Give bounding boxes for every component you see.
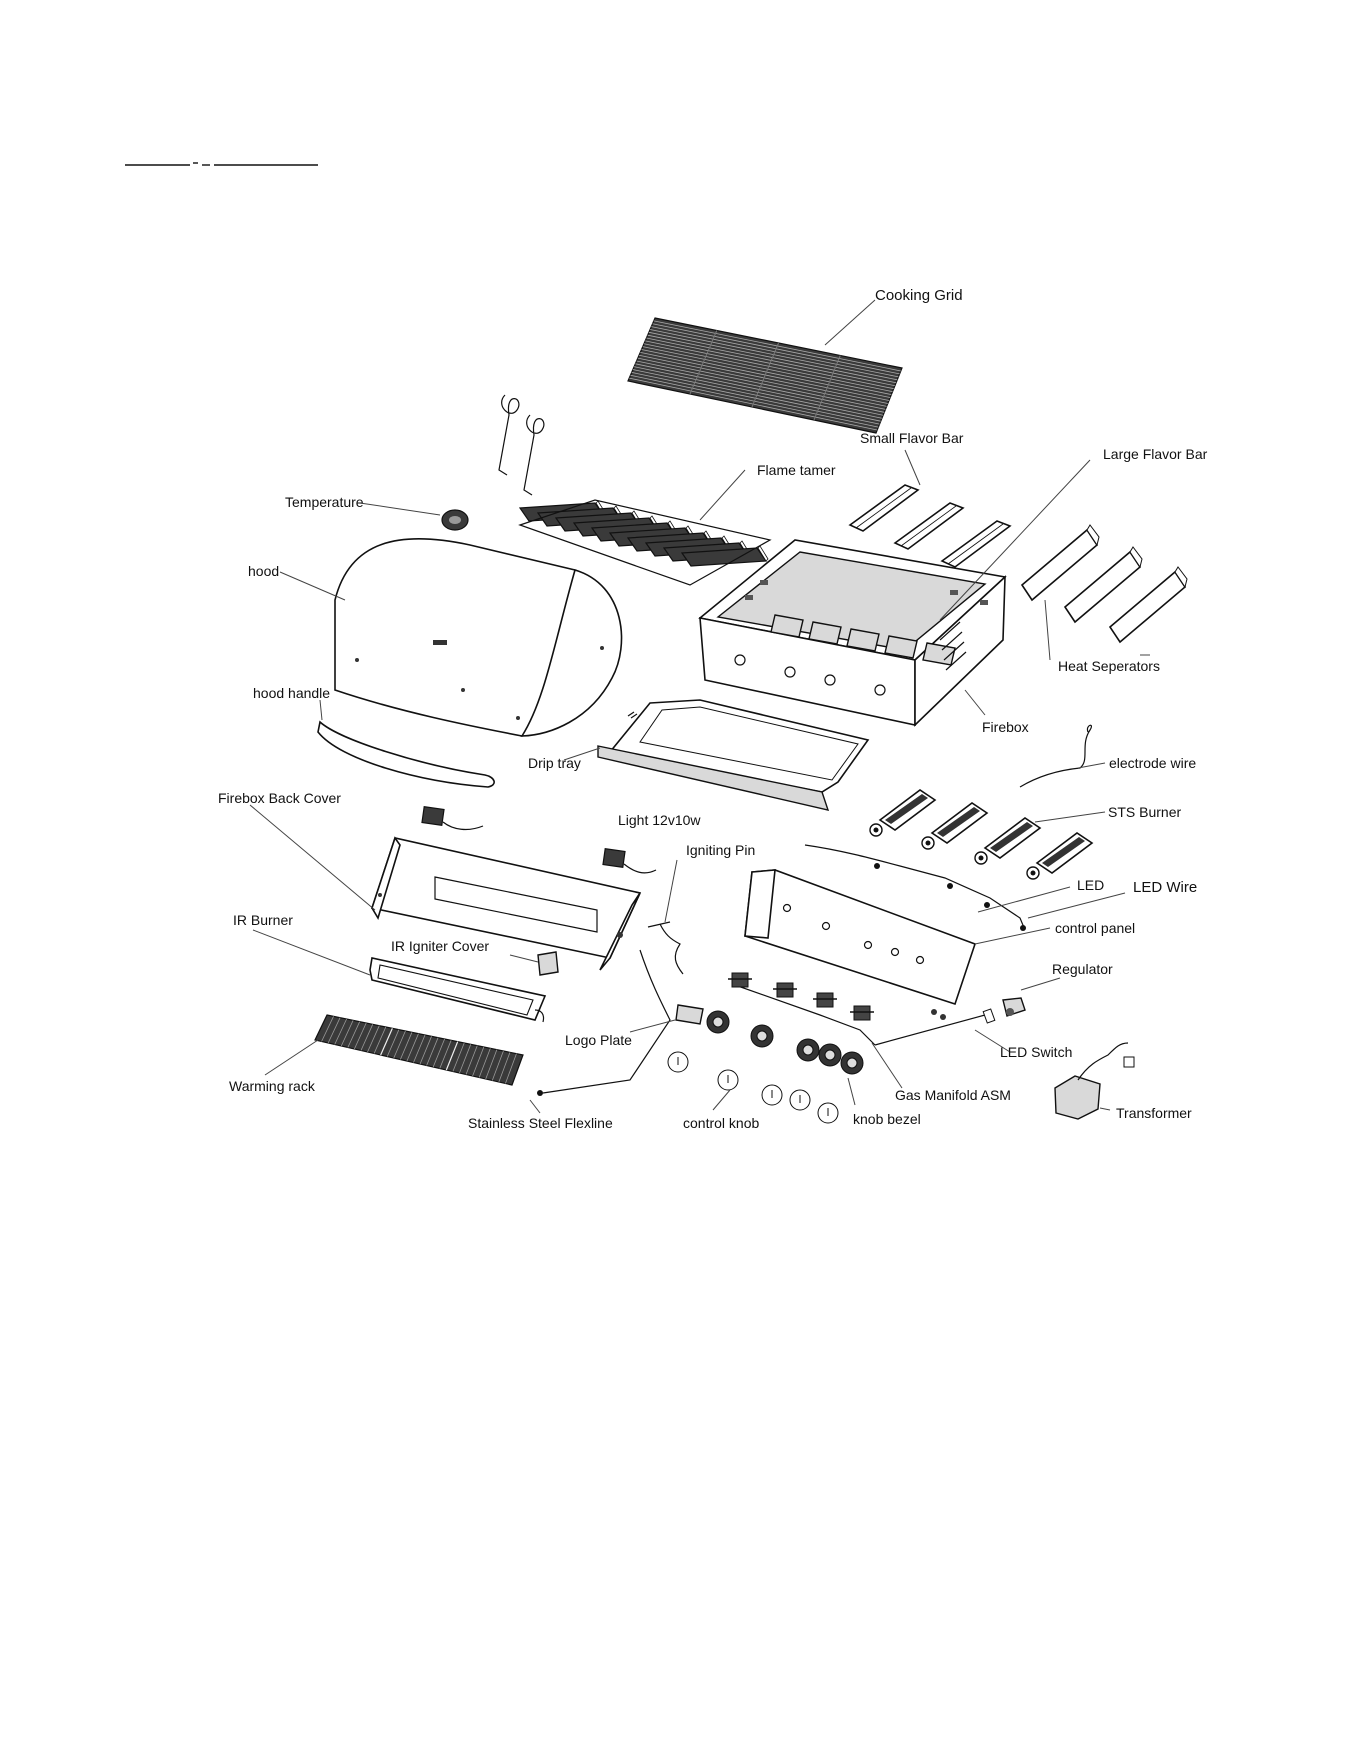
stainless-steel-flexline xyxy=(537,949,671,1096)
label-led-switch: LED Switch xyxy=(1000,1044,1072,1060)
label-small-flavor-bar: Small Flavor Bar xyxy=(860,430,964,446)
label-transformer: Transformer xyxy=(1116,1105,1192,1121)
light-modules xyxy=(421,806,657,874)
label-warming-rack: Warming rack xyxy=(229,1078,316,1094)
label-sts-burner: STS Burner xyxy=(1108,804,1181,820)
electrode-wire xyxy=(1019,724,1092,788)
label-led-wire: LED Wire xyxy=(1133,879,1197,896)
label-control-panel: control panel xyxy=(1055,920,1135,936)
small-flavor-bars xyxy=(848,484,1012,568)
label-light: Light 12v10w xyxy=(618,812,701,828)
label-firebox-back-cover: Firebox Back Cover xyxy=(218,790,341,806)
control-panel xyxy=(744,869,977,1006)
label-control-knob: control knob xyxy=(683,1115,759,1131)
gas-manifold-asm xyxy=(728,972,876,1046)
label-ir-igniter-cover: IR Igniter Cover xyxy=(391,938,489,954)
ir-burner xyxy=(369,957,547,1023)
ir-igniter-cover xyxy=(537,951,559,976)
label-regulator: Regulator xyxy=(1052,961,1113,977)
label-hood-handle: hood handle xyxy=(253,685,330,701)
cooking-grid xyxy=(627,317,903,434)
header-rule xyxy=(125,162,318,166)
logo-plate xyxy=(675,1004,704,1025)
drip-tray xyxy=(597,699,870,811)
hood-handle xyxy=(317,720,495,788)
led-wire xyxy=(804,844,1026,931)
firebox xyxy=(698,539,1007,727)
label-gas-manifold: Gas Manifold ASM xyxy=(895,1087,1011,1103)
flame-tamer xyxy=(518,499,772,586)
label-led: LED xyxy=(1077,877,1104,893)
part-labels: Cooking Grid Small Flavor Bar Large Flav… xyxy=(218,287,1208,1131)
leader-lines xyxy=(249,299,1150,1114)
label-stainless-flexline: Stainless Steel Flexline xyxy=(468,1115,613,1131)
label-temperature: Temperature xyxy=(285,494,364,510)
label-flame-tamer: Flame tamer xyxy=(757,462,836,478)
regulator xyxy=(874,997,1026,1046)
label-cooking-grid: Cooking Grid xyxy=(875,287,963,304)
label-knob-bezel: knob bezel xyxy=(853,1111,921,1127)
warming-rack xyxy=(314,1014,524,1086)
label-heat-separators: Heat Seperators xyxy=(1058,658,1160,674)
label-logo-plate: Logo Plate xyxy=(565,1032,632,1048)
knob-bezels xyxy=(706,1010,864,1075)
control-knobs xyxy=(667,1051,839,1124)
sts-burners xyxy=(869,789,1094,880)
temperature-gauge xyxy=(441,509,469,531)
label-firebox: Firebox xyxy=(982,719,1029,735)
label-drip-tray: Drip tray xyxy=(528,755,581,771)
transformer xyxy=(1054,1042,1135,1120)
label-electrode-wire: electrode wire xyxy=(1109,755,1196,771)
meat-probe-wires xyxy=(498,394,545,496)
label-igniting-pin: Igniting Pin xyxy=(686,842,755,858)
label-ir-burner: IR Burner xyxy=(233,912,293,928)
label-hood: hood xyxy=(248,563,279,579)
firebox-back-cover xyxy=(370,836,642,971)
hood xyxy=(334,538,623,737)
led-switch xyxy=(931,1009,946,1020)
igniting-pin xyxy=(647,921,684,975)
label-large-flavor-bar: Large Flavor Bar xyxy=(1103,446,1208,462)
large-flavor-bars xyxy=(1020,524,1188,644)
